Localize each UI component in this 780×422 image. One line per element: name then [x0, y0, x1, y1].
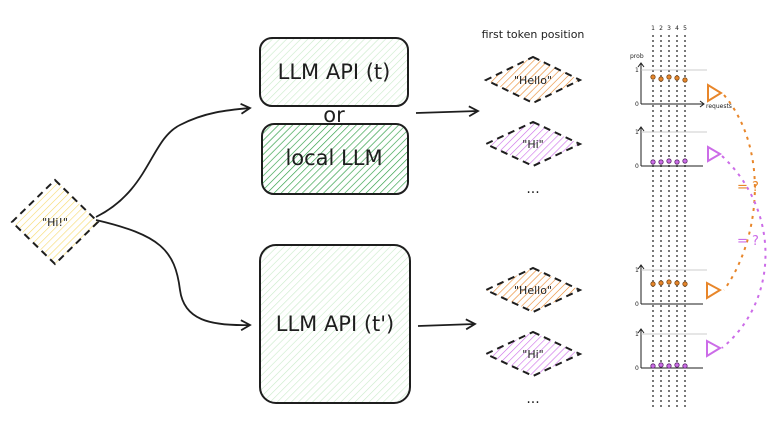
hello-comparison-label: = ?	[737, 180, 759, 195]
output-hi-top: "Hi"	[483, 120, 583, 168]
arrow-bottom-to-outputs	[417, 318, 477, 331]
x-axis-label: requests	[706, 103, 732, 110]
probability-plots: 1 2 3 4 5 prob requests 1 0	[630, 25, 732, 410]
markers-bottom-hello	[650, 279, 688, 287]
hi-comparison-label: = ?	[737, 234, 759, 249]
column-number: 3	[667, 25, 671, 32]
hello-comparison-curve	[723, 94, 756, 291]
y-axis-label: prob	[630, 53, 644, 60]
y-tick-zero: 0	[635, 101, 639, 108]
arrow-top-to-outputs	[415, 105, 480, 118]
y-tick-one: 1	[635, 267, 639, 274]
arrow-input-to-bottom	[95, 219, 252, 331]
output-hello-top-label: "Hello"	[514, 74, 552, 87]
markers-top-hi	[650, 158, 688, 165]
or-label: or	[323, 103, 345, 127]
request-columns	[652, 35, 686, 410]
output-hello-bottom-label: "Hello"	[514, 284, 552, 297]
llm-api-t-label: LLM API (t)	[278, 60, 391, 84]
y-tick-one: 1	[635, 331, 639, 338]
column-number: 2	[659, 25, 663, 32]
violet-triangle-top	[707, 145, 722, 163]
y-tick-zero: 0	[635, 365, 639, 372]
markers-bottom-hi	[650, 362, 688, 369]
column-number: 5	[683, 25, 687, 32]
output-more-top: ...	[526, 181, 539, 197]
y-tick-one: 1	[635, 129, 639, 136]
arrow-input-to-top	[95, 103, 252, 218]
output-hi-bottom-label: "Hi"	[522, 348, 543, 361]
output-more-bottom: ...	[526, 391, 539, 407]
first-token-title: first token position	[482, 28, 585, 41]
output-hello-top: "Hello"	[483, 55, 583, 105]
plot-top-hi: 1 0	[635, 126, 707, 170]
plot-top-hello: 1 0	[635, 62, 707, 108]
llm-api-t-box: LLM API (t)	[259, 37, 409, 107]
input-token-node: "Hi!"	[10, 178, 100, 266]
local-llm-box: local LLM	[261, 123, 409, 195]
y-tick-zero: 0	[635, 301, 639, 308]
local-llm-label: local LLM	[285, 146, 382, 170]
markers-top-hello	[650, 74, 688, 83]
output-hi-bottom: "Hi"	[483, 330, 583, 378]
plot-bottom-hi: 1 0	[635, 328, 707, 372]
orange-triangle-top	[707, 83, 723, 103]
input-token-label: "Hi!"	[42, 216, 68, 229]
orange-triangle-bottom	[706, 281, 723, 300]
plot-bottom-hello: 1 0	[635, 264, 707, 308]
y-tick-zero: 0	[635, 163, 639, 170]
output-hi-top-label: "Hi"	[522, 138, 543, 151]
llm-api-t-prime-label: LLM API (t')	[276, 312, 394, 336]
violet-triangle-bottom	[706, 339, 723, 358]
llm-api-t-prime-box: LLM API (t')	[259, 244, 411, 404]
y-tick-one: 1	[635, 67, 639, 74]
column-number: 4	[675, 25, 679, 32]
column-number: 1	[651, 25, 655, 32]
output-hello-bottom: "Hello"	[483, 266, 583, 314]
